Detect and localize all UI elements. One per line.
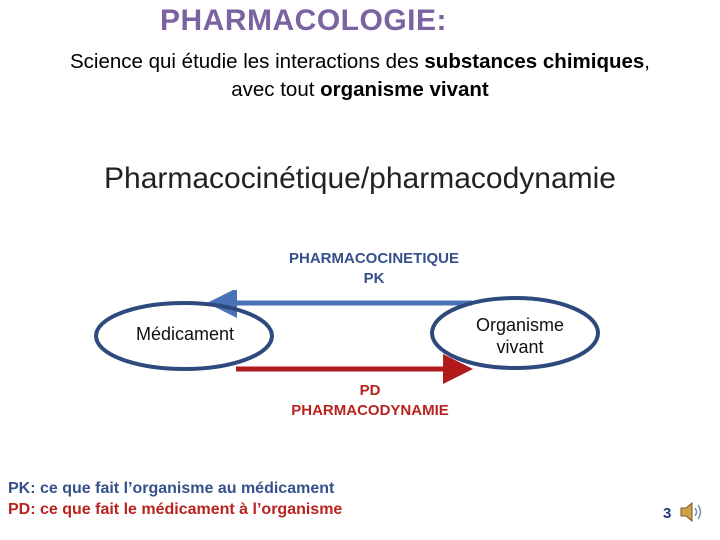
organisme-label: Organisme vivant: [450, 314, 590, 358]
pd-label-line-1: PD: [359, 382, 381, 399]
organisme-label-line-2: vivant: [496, 337, 544, 357]
definition-line-1-prefix: Science qui étudie les interactions des: [70, 50, 425, 73]
page-number: 3: [663, 505, 672, 522]
pd-label-line-2: PHARMACODYNAMIE: [291, 402, 449, 419]
definition-term-organisme: organisme vivant: [320, 78, 489, 101]
definition-line-2-prefix: avec tout: [231, 78, 321, 101]
medicament-ellipse: [94, 301, 274, 371]
slide-title: PHARMACOLOGIE:: [160, 4, 447, 37]
section-subtitle: Pharmacocinétique/pharmacodynamie: [104, 162, 616, 195]
legend-pk: PK: ce que fait l’organisme au médicamen…: [8, 480, 335, 497]
organisme-label-line-1: Organisme: [475, 315, 565, 335]
speaker-icon[interactable]: [679, 500, 705, 524]
definition-line-1: Science qui étudie les interactions des …: [0, 48, 720, 76]
definition-text: Science qui étudie les interactions des …: [0, 48, 720, 104]
legend-pd: PD: ce que fait le médicament à l’organi…: [8, 501, 343, 518]
pk-pd-diagram: [94, 290, 600, 384]
definition-term-substances: substances chimiques: [424, 50, 645, 73]
organisme-ellipse: [430, 296, 600, 370]
pk-label: PHARMACOCINETIQUE PK: [264, 249, 484, 289]
legend: PK: ce que fait l’organisme au médicamen…: [8, 478, 342, 520]
pk-label-line-1: PHARMACOCINETIQUE: [288, 250, 459, 267]
definition-line-2: avec tout organisme vivant: [0, 76, 720, 104]
pd-label: PD PHARMACODYNAMIE: [250, 381, 490, 421]
definition-line-1-suffix: ,: [644, 50, 650, 73]
pk-label-line-2: PK: [363, 270, 385, 287]
medicament-label: Médicament: [135, 324, 235, 344]
